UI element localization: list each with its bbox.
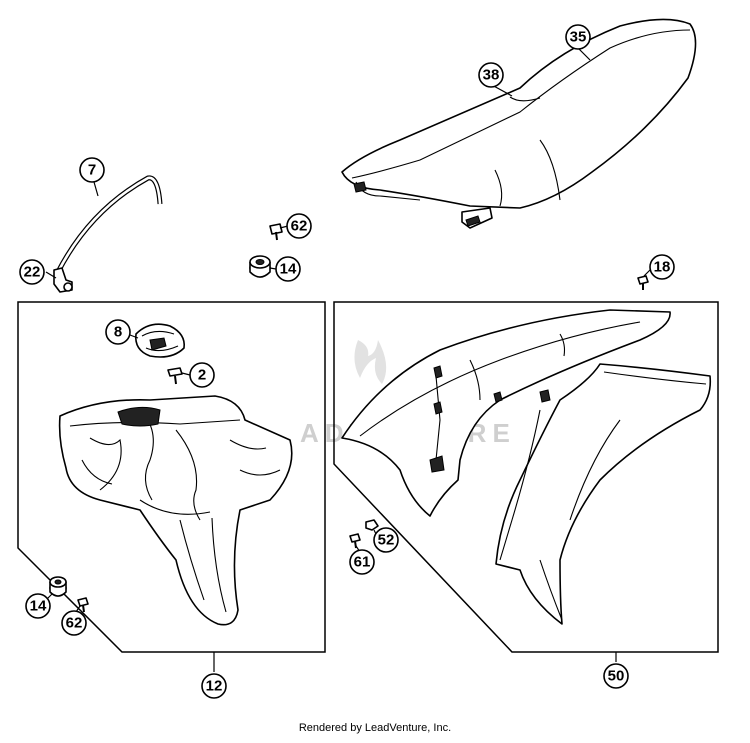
- svg-text:14: 14: [280, 261, 297, 278]
- callout-62-top[interactable]: 62: [286, 213, 312, 239]
- callout-62-bottom[interactable]: 62: [61, 610, 87, 636]
- screw-part-top[interactable]: [269, 223, 283, 241]
- screw-part-bottom[interactable]: [77, 597, 89, 613]
- callout-22[interactable]: 22: [19, 259, 45, 285]
- callout-50[interactable]: 50: [603, 663, 629, 689]
- fuel-cap-part[interactable]: [134, 323, 186, 358]
- svg-text:35: 35: [570, 29, 587, 46]
- screw-part-61[interactable]: [349, 533, 361, 549]
- callout-14-bottom[interactable]: 14: [25, 593, 51, 619]
- svg-text:7: 7: [88, 162, 96, 179]
- svg-text:18: 18: [654, 259, 671, 276]
- spoiler-right-part[interactable]: [495, 363, 712, 625]
- callout-35[interactable]: 35: [565, 24, 591, 50]
- svg-text:38: 38: [483, 67, 500, 84]
- svg-text:61: 61: [354, 554, 371, 571]
- callout-52[interactable]: 52: [373, 527, 399, 553]
- hose-fitting-part[interactable]: [53, 267, 73, 293]
- nut-part-52[interactable]: [365, 519, 379, 531]
- svg-text:50: 50: [608, 668, 625, 685]
- svg-text:12: 12: [206, 678, 223, 695]
- callout-38[interactable]: 38: [478, 62, 504, 88]
- spoiler-group-frame: [333, 301, 719, 653]
- callout-12[interactable]: 12: [201, 673, 227, 699]
- screw-part-2[interactable]: [167, 367, 183, 385]
- callout-8[interactable]: 8: [105, 319, 131, 345]
- callout-18[interactable]: 18: [649, 254, 675, 280]
- svg-text:14: 14: [30, 598, 47, 615]
- svg-text:22: 22: [24, 264, 41, 281]
- fuel-tank-group-frame: [17, 301, 326, 653]
- callout-61[interactable]: 61: [349, 549, 375, 575]
- screw-part-18[interactable]: [637, 275, 649, 290]
- svg-text:8: 8: [114, 324, 122, 341]
- svg-text:52: 52: [378, 532, 395, 549]
- callout-7[interactable]: 7: [79, 157, 105, 183]
- svg-text:62: 62: [66, 615, 83, 632]
- watermark-flame-icon: [354, 340, 387, 384]
- rubber-grommet-part-bottom[interactable]: [49, 576, 67, 597]
- svg-text:62: 62: [291, 218, 308, 235]
- fuel-tank-part[interactable]: [58, 395, 293, 626]
- callout-2[interactable]: 2: [189, 362, 215, 388]
- callout-14-top[interactable]: 14: [275, 256, 301, 282]
- spoiler-left-part[interactable]: [341, 309, 671, 517]
- breather-hose-part[interactable]: [55, 175, 163, 274]
- seat-part[interactable]: [341, 18, 697, 229]
- footer-credit: Rendered by LeadVenture, Inc.: [298, 722, 452, 734]
- rubber-grommet-part-top[interactable]: [249, 255, 271, 278]
- svg-text:2: 2: [198, 367, 206, 384]
